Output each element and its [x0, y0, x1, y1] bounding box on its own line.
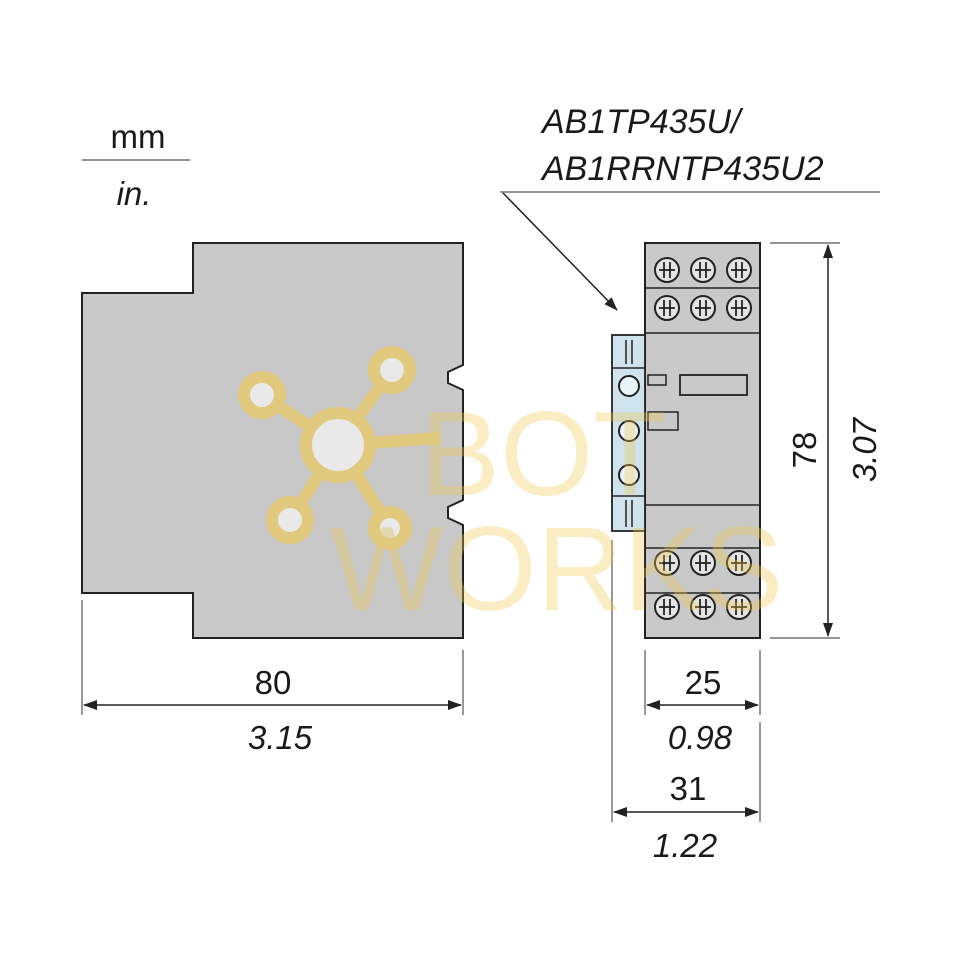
watermark-logo: BOT WORKS	[238, 346, 783, 636]
width-side-mm: 80	[255, 664, 292, 701]
screw-terminal-icon	[654, 594, 680, 620]
screw-terminal-icon	[690, 594, 716, 620]
screw-terminal-icon	[690, 550, 716, 576]
screw-terminal-icon	[726, 594, 752, 620]
screw-terminal-icon	[690, 295, 716, 321]
screw-terminal-icon	[690, 257, 716, 283]
width-front-in: 0.98	[668, 719, 733, 756]
unit-in-label: in.	[117, 175, 152, 212]
watermark-text-2: WORKS	[330, 502, 783, 636]
reference-leader-arrow	[502, 192, 618, 311]
label-window	[679, 374, 748, 396]
height-mm: 78	[786, 432, 823, 469]
screw-terminal-icon	[726, 550, 752, 576]
screw-terminal-icon	[654, 550, 680, 576]
unit-mm-label: mm	[111, 118, 166, 155]
contact-tab-bottom	[647, 411, 679, 431]
watermark-network-icon	[238, 346, 441, 550]
watermark-text-1: BOT	[420, 387, 667, 521]
screw-terminals	[654, 257, 752, 620]
accessory-contact-1	[618, 375, 640, 397]
screw-terminal-icon	[726, 295, 752, 321]
contact-tab-top	[647, 374, 667, 386]
width-total-in: 1.22	[653, 827, 717, 864]
accessory-contact-2	[618, 420, 640, 442]
width-side-in: 3.15	[248, 719, 313, 756]
screw-terminal-icon	[726, 257, 752, 283]
width-total-mm: 31	[670, 770, 707, 807]
reference-line-1: AB1TP435U/	[540, 103, 744, 141]
reference-line-2: AB1RRNTP435U2	[540, 150, 824, 188]
side-view-body	[81, 242, 464, 639]
accessory-contact-3	[618, 464, 640, 486]
screw-terminal-icon	[654, 257, 680, 283]
height-in: 3.07	[846, 416, 883, 482]
screw-terminal-icon	[654, 295, 680, 321]
width-front-mm: 25	[685, 664, 722, 701]
